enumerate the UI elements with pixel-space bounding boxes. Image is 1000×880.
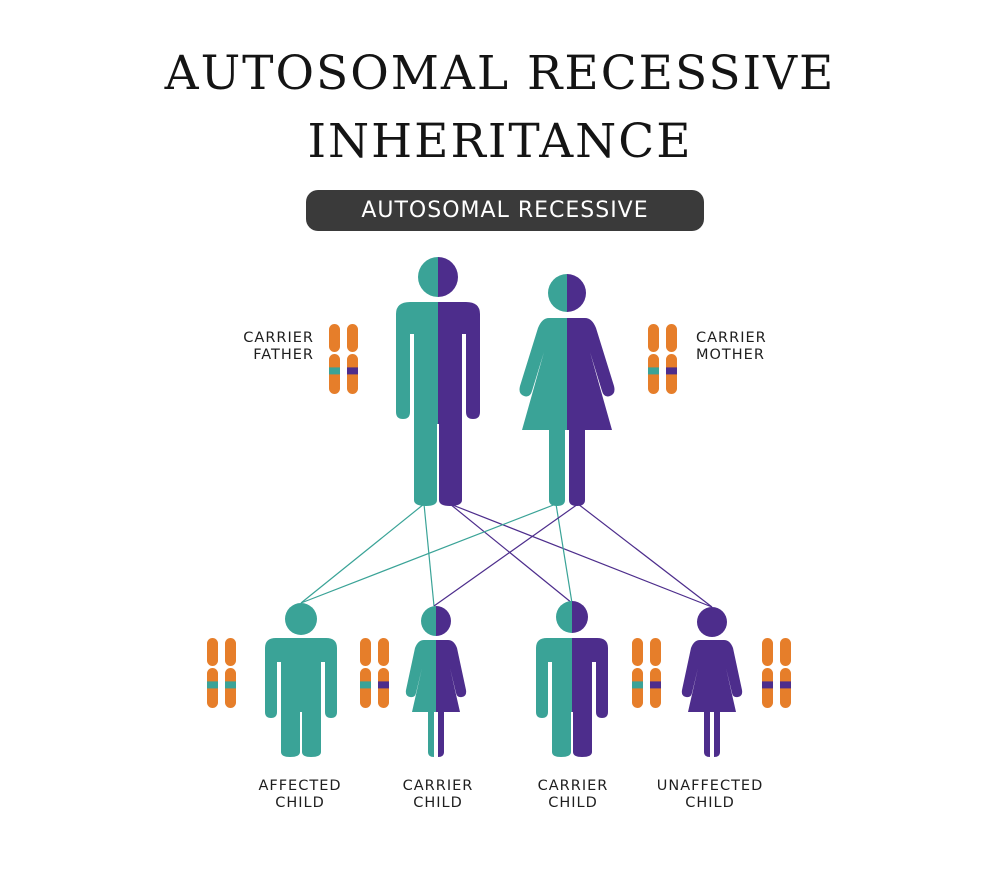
child-3-label-line1: CARRIER	[537, 778, 609, 794]
child-label-4: UNAFFECTED CHILD	[630, 778, 790, 812]
chromosome-upper-arm	[650, 638, 661, 666]
line-father-purple-to-carrier-3	[449, 503, 573, 604]
chromosome-upper-arm	[780, 638, 791, 666]
child-4-label-line1: UNAFFECTED	[656, 778, 764, 794]
father-label-line1: CARRIER	[243, 330, 314, 346]
child-1-label-line1: AFFECTED	[258, 778, 342, 794]
mother-label-line1: CARRIER	[696, 330, 767, 346]
unaffected-child-icon	[681, 607, 743, 757]
mother-chromosomes	[648, 324, 677, 394]
line-mother-teal-to-carrier-3	[555, 503, 573, 604]
gene-band-recessive	[378, 681, 389, 689]
mode-badge: AUTOSOMAL RECESSIVE	[306, 190, 704, 231]
child-2-label-line2: CHILD	[413, 795, 463, 811]
title-line-1: AUTOSOMAL RECESSIVE	[164, 46, 836, 101]
child-label-2: CARRIER CHILD	[358, 778, 518, 812]
chromosome-upper-arm	[632, 638, 643, 666]
child-1-label-line2: CHILD	[275, 795, 325, 811]
chromosome-upper-arm	[225, 638, 236, 666]
child-label-1: AFFECTED CHILD	[220, 778, 380, 812]
line-mother-teal-to-affected	[300, 503, 557, 604]
child-2-label-line1: CARRIER	[402, 778, 474, 794]
chromosome-upper-arm	[329, 324, 340, 352]
line-father-teal-to-affected	[300, 503, 425, 604]
line-mother-purple-to-carrier-2	[433, 503, 579, 607]
gene-band-recessive	[666, 367, 677, 375]
gene-band-dominant	[329, 367, 340, 375]
father-label-line2: FATHER	[253, 347, 314, 363]
gene-band-recessive	[762, 681, 773, 689]
chromosome-upper-arm	[360, 638, 371, 666]
gene-band-dominant	[207, 681, 218, 689]
chromosome-upper-arm	[666, 324, 677, 352]
chromosome-upper-arm	[347, 324, 358, 352]
mother-icon	[519, 274, 615, 506]
gene-band-dominant	[360, 681, 371, 689]
chromosome-upper-arm	[378, 638, 389, 666]
mother-label-line2: MOTHER	[696, 347, 765, 363]
gene-band-recessive	[347, 367, 358, 375]
line-mother-purple-to-unaffected	[577, 503, 713, 608]
child-4-label-line2: CHILD	[685, 795, 735, 811]
father-label: CARRIER FATHER	[200, 330, 314, 364]
carrier-child-chromosomes	[632, 638, 661, 708]
father-chromosomes	[329, 324, 358, 394]
line-father-teal-to-carrier-2	[423, 503, 435, 607]
chromosome-upper-arm	[648, 324, 659, 352]
inheritance-lines	[300, 503, 713, 608]
affected-child-icon	[265, 603, 337, 757]
gene-band-recessive	[780, 681, 791, 689]
title-line-2: INHERITANCE	[307, 114, 693, 169]
chromosome-upper-arm	[207, 638, 218, 666]
gene-band-dominant	[632, 681, 643, 689]
chromosome-upper-arm	[762, 638, 773, 666]
affected-child-chromosomes-right	[360, 638, 389, 708]
father-icon	[396, 257, 480, 506]
gene-band-recessive	[650, 681, 661, 689]
affected-child-chromosomes-left	[207, 638, 236, 708]
gene-band-dominant	[648, 367, 659, 375]
gene-band-dominant	[225, 681, 236, 689]
unaffected-child-chromosomes	[762, 638, 791, 708]
mother-label: CARRIER MOTHER	[696, 330, 816, 364]
child-label-3: CARRIER CHILD	[493, 778, 653, 812]
carrier-child-male-icon	[536, 601, 608, 757]
child-3-label-line2: CHILD	[548, 795, 598, 811]
line-father-purple-to-unaffected	[449, 503, 713, 608]
carrier-child-female-icon	[405, 606, 467, 757]
chromosome-pairs	[207, 324, 791, 708]
